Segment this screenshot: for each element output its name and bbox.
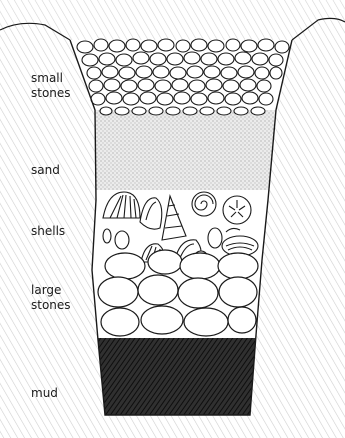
label-large-stones: large stones	[31, 283, 71, 313]
label-shells: shells	[31, 224, 65, 239]
label-sand: sand	[31, 163, 60, 178]
label-mud: mud	[31, 386, 58, 401]
large-stones	[98, 250, 258, 336]
label-small-stones: small stones	[31, 71, 71, 101]
